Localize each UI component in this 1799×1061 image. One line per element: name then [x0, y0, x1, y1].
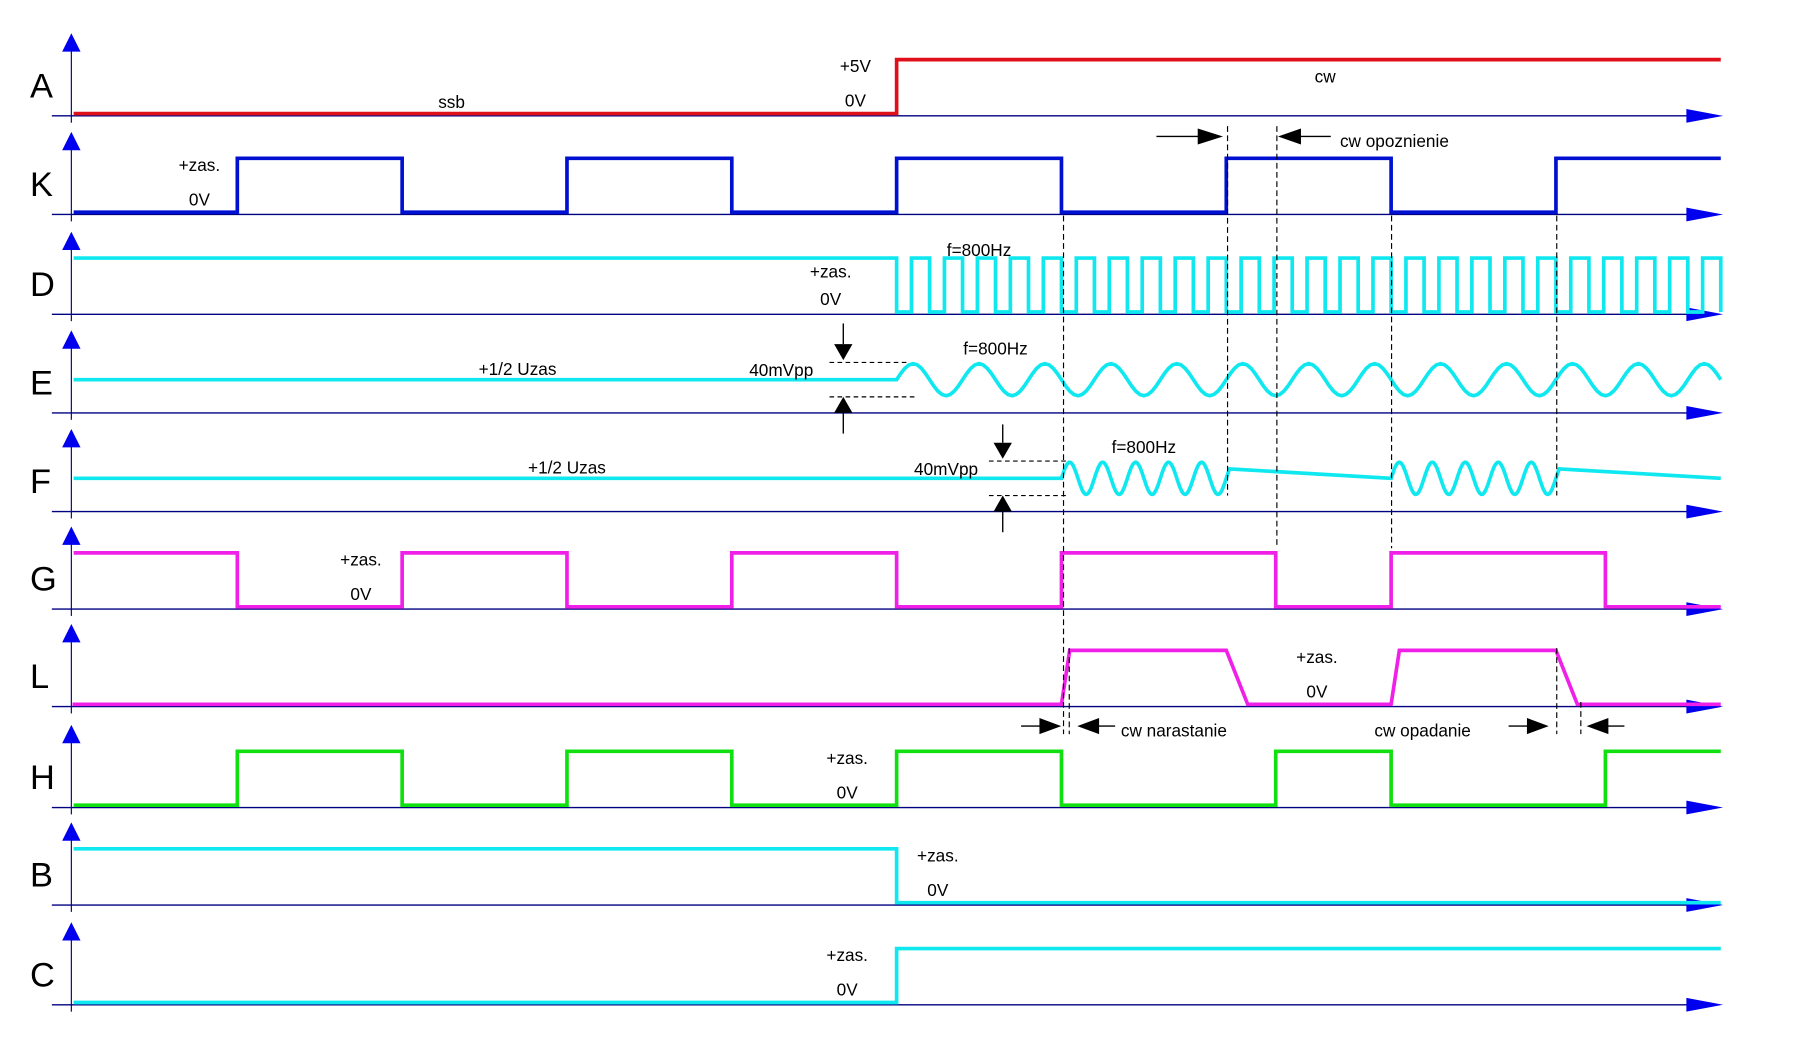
time-axis-arrow-icon [1686, 108, 1724, 123]
signal-text-E: +1/2 Uzas [479, 359, 557, 379]
row-label: G [30, 561, 57, 599]
time-axis-arrow-icon [1686, 307, 1724, 322]
value-axis-arrow-icon [62, 724, 81, 744]
row-E: E +1/2 Uzas f=800Hz 40mVpp [30, 330, 1724, 420]
row-L: L +zas. 0V [30, 623, 1724, 714]
time-axis-arrow-icon [1686, 699, 1724, 714]
value-axis-arrow-icon [62, 922, 81, 941]
time-axis-arrow-icon [1686, 898, 1724, 912]
signal-trace-K [73, 156, 1721, 215]
row-label: L [30, 658, 49, 696]
row-label: D [30, 266, 55, 304]
guide-lines [1062, 126, 1582, 735]
signal-text-L: 0V [1306, 681, 1328, 701]
time-axis-arrow-icon [1686, 504, 1724, 519]
signal-text-K: +zas. [179, 155, 221, 175]
signal-text-D: f=800Hz [947, 240, 1011, 260]
signal-text-D: 0V [820, 289, 842, 309]
signal-text-D: +zas. [810, 262, 852, 282]
narastanie-arrowhead-left [1039, 718, 1062, 735]
row-label: A [30, 67, 53, 105]
signal-text-K: 0V [189, 189, 211, 209]
signal-text-L: +zas. [1296, 647, 1338, 667]
value-axis-arrow-icon [62, 428, 81, 448]
signal-text-A: +5V [840, 56, 872, 76]
signal-text-C: 0V [837, 980, 859, 1000]
time-axis-arrow-icon [1686, 406, 1724, 420]
row-D: Df=800Hz +zas. 0V [30, 231, 1724, 322]
row-F: F +1/2 Uzas f=800Hz 40mVpp [30, 428, 1724, 519]
row-G: G +zas. 0V [30, 526, 1724, 616]
row-label: H [30, 759, 55, 797]
signal-text-A: ssb [438, 92, 465, 112]
opadanie-arrowhead-left [1526, 718, 1549, 735]
e-amplitude-marker [829, 323, 918, 434]
value-axis-arrow-icon [62, 231, 81, 251]
signal-text-A: cw [1315, 67, 1337, 87]
row-label: B [30, 857, 53, 895]
value-axis-arrow-icon [62, 330, 81, 349]
row-label: F [30, 463, 51, 501]
row-label: C [30, 956, 55, 994]
narastanie-arrowhead-right [1077, 718, 1100, 735]
row-label: K [30, 166, 53, 204]
signal-text-E: f=800Hz [963, 338, 1027, 358]
signal-trace-D [73, 256, 1723, 314]
signal-trace-C [73, 946, 1721, 1005]
signal-trace-L [72, 648, 1721, 707]
value-axis-arrow-icon [62, 131, 81, 151]
row-B: B +zas. 0V [30, 822, 1724, 912]
opoznienie-arrowhead-right [1278, 128, 1301, 145]
signal-trace-E [73, 361, 1723, 398]
value-axis-arrow-icon [62, 526, 81, 545]
value-axis-arrow-icon [62, 623, 81, 643]
row-C: C +zas. 0V [30, 922, 1724, 1012]
signal-text-F: f=800Hz [1112, 437, 1176, 457]
signal-text-H: +zas. [826, 748, 868, 768]
annotations: cw opoznienie cw narastanie cw opadanie [829, 126, 1625, 740]
row-label: E [30, 365, 53, 403]
signal-trace-H [73, 749, 1721, 808]
signal-text-G: 0V [350, 584, 372, 604]
signal-text-F: +1/2 Uzas [528, 458, 606, 478]
signal-text-H: 0V [837, 782, 859, 802]
signal-trace-F [73, 460, 1721, 497]
opadanie-arrowhead-right [1586, 718, 1609, 735]
signal-trace-B [73, 846, 1721, 905]
signal-text-E: 40mVpp [749, 360, 813, 380]
signal-text-C: +zas. [826, 945, 868, 965]
signal-text-B: +zas. [917, 845, 959, 865]
time-axis-arrow-icon [1686, 997, 1724, 1012]
row-K: K +zas. 0V [30, 131, 1724, 222]
signal-trace-G [73, 551, 1721, 609]
cw-opadanie-label: cw opadanie [1374, 720, 1471, 740]
signal-trace-A [73, 57, 1721, 116]
row-H: H +zas. 0V [30, 724, 1724, 815]
time-axis-arrow-icon [1686, 800, 1724, 815]
signal-text-F: 40mVpp [914, 459, 978, 479]
cw-narastanie-label: cw narastanie [1121, 720, 1227, 740]
signal-text-B: 0V [927, 880, 949, 900]
signal-text-G: +zas. [340, 549, 382, 569]
time-axis-arrow-icon [1686, 602, 1724, 616]
opoznienie-arrowhead-left [1197, 128, 1223, 145]
value-axis-arrow-icon [62, 822, 81, 841]
value-axis-arrow-icon [62, 33, 81, 52]
signal-text-A: 0V [845, 91, 867, 111]
cw-opoznienie-label: cw opoznienie [1340, 131, 1449, 151]
time-axis-arrow-icon [1686, 207, 1724, 222]
